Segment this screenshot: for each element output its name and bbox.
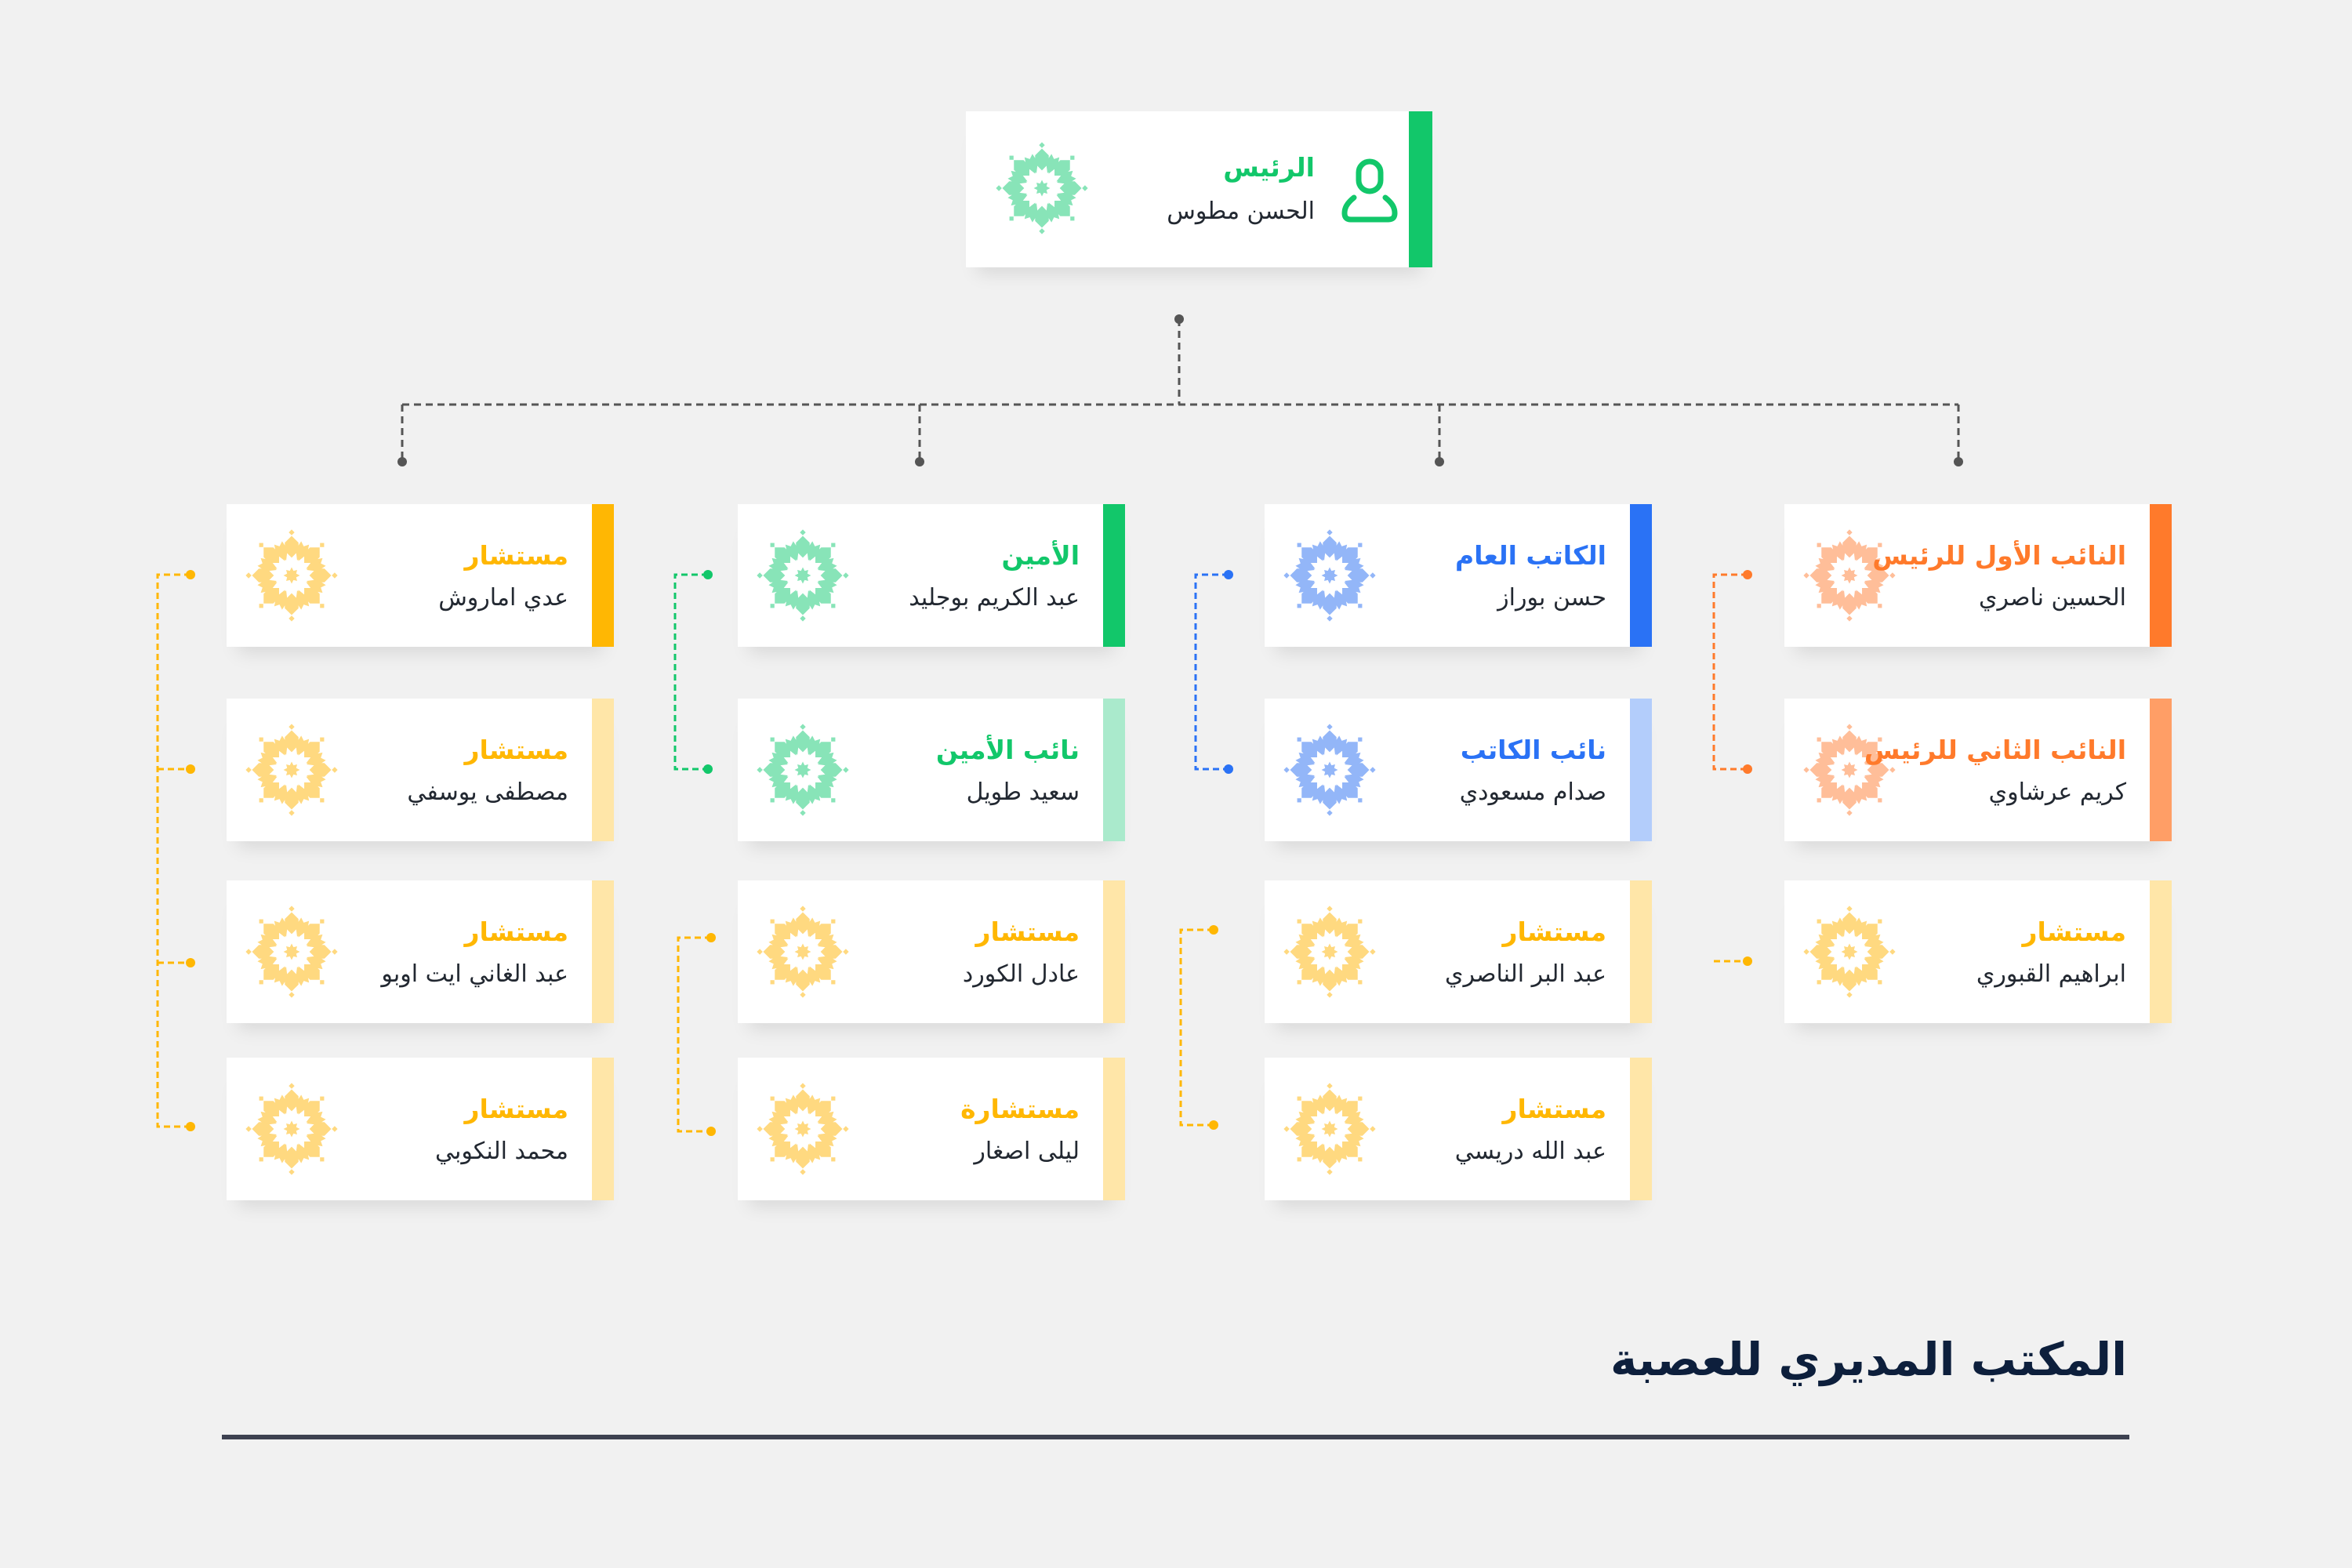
card-name: ابراهيم القبوري: [1976, 960, 2126, 988]
president-card[interactable]: الرئيس الحسن مطوس: [966, 111, 1432, 267]
card-role: مستشار: [975, 916, 1080, 947]
rosette-emblem-icon: [1282, 722, 1377, 818]
card-role: نائب الكاتب: [1460, 735, 1606, 765]
card-role: مستشار: [1502, 916, 1606, 947]
side-link: [1179, 928, 1214, 1127]
card-role: مستشار: [464, 916, 568, 947]
card-role: مستشار: [2022, 916, 2126, 947]
member-card[interactable]: مستشار محمد النكوبي: [227, 1058, 614, 1200]
card-role: مستشار: [464, 735, 568, 765]
node-dot: [1435, 457, 1444, 466]
accent-bar: [1630, 1058, 1652, 1200]
member-card[interactable]: الكاتب العام حسن بوراز: [1265, 504, 1652, 647]
card-name: عادل الكورد: [962, 960, 1080, 988]
member-card[interactable]: مستشار ابراهيم القبوري: [1784, 880, 2172, 1023]
card-name: الحسين ناصري: [1978, 584, 2126, 612]
member-card[interactable]: مستشار عادل الكورد: [738, 880, 1125, 1023]
accent-bar: [592, 880, 614, 1023]
member-card[interactable]: الأمين عبد الكريم بوجليد: [738, 504, 1125, 647]
accent-bar: [1409, 111, 1432, 267]
member-card[interactable]: النائب الأول للرئيس الحسين ناصري: [1784, 504, 2172, 647]
card-role: مستشار: [1502, 1094, 1606, 1124]
accent-bar: [1103, 699, 1125, 841]
node-dot: [915, 457, 924, 466]
member-card[interactable]: مستشارة ليلى اصغار: [738, 1058, 1125, 1200]
person-icon: [1341, 158, 1398, 223]
rosette-emblem-icon: [244, 904, 339, 1000]
accent-bar: [592, 504, 614, 647]
accent-bar: [1103, 1058, 1125, 1200]
member-card[interactable]: مستشار عبد الغاني ايت اوبو: [227, 880, 614, 1023]
card-role: الرئيس: [1223, 152, 1315, 183]
rosette-emblem-icon: [1802, 904, 1897, 1000]
card-role: الكاتب العام: [1454, 540, 1606, 571]
page-title: المكتب المديري للعصبة: [1610, 1333, 2127, 1386]
member-card[interactable]: مستشار عبد البر الناصري: [1265, 880, 1652, 1023]
side-link: [677, 936, 711, 1133]
node-dot: [1954, 457, 1963, 466]
rosette-emblem-icon: [1282, 1081, 1377, 1177]
card-role: مستشار: [464, 540, 568, 571]
accent-bar: [2150, 880, 2172, 1023]
card-role: مستشار: [464, 1094, 568, 1124]
card-role: الأمين: [1001, 540, 1080, 571]
accent-bar: [592, 699, 614, 841]
card-name: عدي اماروش: [438, 584, 568, 612]
side-link: [156, 573, 191, 1128]
card-name: عبد البر الناصري: [1444, 960, 1606, 988]
side-link: [1194, 573, 1229, 771]
member-card[interactable]: مستشار مصطفى يوسفي: [227, 699, 614, 841]
member-card[interactable]: النائب الثاني للرئيس كريم عرشاوي: [1784, 699, 2172, 841]
card-role: النائب الأول للرئيس: [1872, 540, 2126, 571]
rosette-emblem-icon: [1282, 904, 1377, 1000]
accent-bar: [1630, 880, 1652, 1023]
rosette-emblem-icon: [755, 904, 851, 1000]
card-name: عبد الكريم بوجليد: [909, 584, 1080, 612]
card-name: مصطفى يوسفي: [407, 779, 568, 806]
accent-bar: [2150, 504, 2172, 647]
rosette-emblem-icon: [244, 1081, 339, 1177]
card-role: نائب الأمين: [935, 735, 1080, 765]
node-dot: [1174, 314, 1184, 324]
card-name: كريم عرشاوي: [1988, 779, 2126, 806]
member-card[interactable]: نائب الأمين سعيد طويل: [738, 699, 1125, 841]
accent-bar: [1630, 699, 1652, 841]
card-name: محمد النكوبي: [434, 1138, 568, 1165]
accent-bar: [2150, 699, 2172, 841]
card-name: عبد الغاني ايت اوبو: [381, 960, 568, 988]
member-card[interactable]: مستشار عدي اماروش: [227, 504, 614, 647]
card-role: النائب الثاني للرئيس: [1864, 735, 2126, 765]
card-name: الحسن مطوس: [1167, 198, 1315, 225]
card-role: مستشارة: [960, 1094, 1080, 1124]
accent-bar: [592, 1058, 614, 1200]
member-card[interactable]: مستشار عبد الله دريسي: [1265, 1058, 1652, 1200]
card-name: ليلى اصغار: [974, 1138, 1080, 1165]
rosette-emblem-icon: [755, 722, 851, 818]
accent-bar: [1630, 504, 1652, 647]
rosette-emblem-icon: [1282, 528, 1377, 623]
rosette-emblem-icon: [244, 528, 339, 623]
card-name: سعيد طويل: [966, 779, 1080, 806]
rosette-emblem-icon: [244, 722, 339, 818]
rosette-emblem-icon: [755, 1081, 851, 1177]
card-name: حسن بوراز: [1497, 584, 1606, 612]
side-link: [1712, 573, 1748, 771]
accent-bar: [1103, 880, 1125, 1023]
card-name: عبد الله دريسي: [1454, 1138, 1606, 1165]
rosette-emblem-icon: [994, 140, 1090, 236]
side-link: [673, 573, 708, 771]
member-card[interactable]: نائب الكاتب صدام مسعودي: [1265, 699, 1652, 841]
node-dot: [397, 457, 407, 466]
accent-bar: [1103, 504, 1125, 647]
title-underline: [222, 1435, 2129, 1439]
rosette-emblem-icon: [755, 528, 851, 623]
card-name: صدام مسعودي: [1459, 779, 1606, 806]
